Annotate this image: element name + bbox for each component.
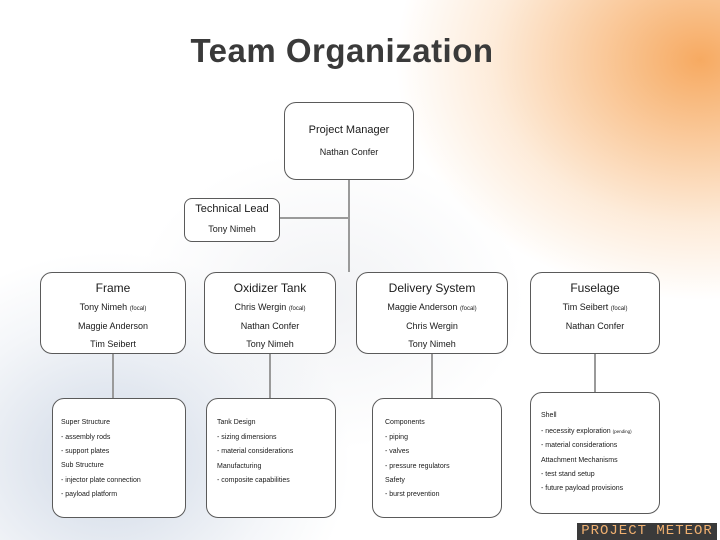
- detail-item: Shell: [541, 412, 557, 419]
- delivery-system-member: Tony Nimeh: [408, 339, 456, 349]
- fuselage-focal: Tim Seibert (focal): [562, 302, 628, 312]
- detail-item-with-note: - necessity exploration (pending): [541, 428, 632, 435]
- detail-item: - pressure regulators: [385, 463, 450, 470]
- technical-lead-box: Technical Lead Tony Nimeh: [184, 198, 280, 242]
- fuselage-title: Fuselage: [570, 281, 620, 295]
- detail-item: Manufacturing: [217, 463, 262, 470]
- oxidizer-tank-title: Oxidizer Tank: [233, 281, 307, 295]
- detail-item: - valves: [385, 448, 410, 455]
- detail-item: - composite capabilities: [217, 477, 290, 484]
- fuselage-details-box: Shell - necessity exploration (pending) …: [530, 392, 660, 514]
- frame-title: Frame: [95, 281, 131, 295]
- page-title: Team Organization: [190, 32, 494, 69]
- technical-lead-role: Technical Lead: [195, 203, 269, 215]
- detail-item: - injector plate connection: [61, 477, 141, 484]
- delivery-system-title: Delivery System: [388, 281, 476, 295]
- detail-item: Components: [385, 419, 425, 426]
- frame-member: Maggie Anderson: [77, 321, 149, 331]
- delivery-system-member: Chris Wergin: [406, 321, 458, 331]
- detail-item: Sub Structure: [61, 462, 104, 469]
- project-manager-box: Project Manager Nathan Confer: [284, 102, 414, 180]
- technical-lead-name: Tony Nimeh: [208, 224, 256, 234]
- detail-item: - assembly rods: [61, 434, 111, 441]
- detail-item: - piping: [385, 434, 408, 441]
- detail-item: - future payload provisions: [541, 485, 624, 492]
- detail-item: Attachment Mechanisms: [541, 457, 618, 464]
- detail-item: - payload platform: [61, 491, 118, 498]
- detail-item: Tank Design: [217, 419, 256, 426]
- oxidizer-tank-details-box: Tank Design - sizing dimensions - materi…: [206, 398, 336, 518]
- delivery-system-details-box: Components - piping - valves - pressure …: [372, 398, 502, 518]
- oxidizer-tank-focal: Chris Wergin (focal): [234, 302, 306, 312]
- oxidizer-tank-box: Oxidizer Tank Chris Wergin (focal) Natha…: [204, 272, 336, 354]
- project-meteor-logo: PROJECT METEOR: [577, 523, 717, 540]
- frame-focal: Tony Nimeh (focal): [79, 302, 147, 312]
- detail-item: - burst prevention: [385, 491, 440, 498]
- detail-item: Super Structure: [61, 419, 111, 426]
- detail-item: Safety: [385, 477, 405, 484]
- frame-box: Frame Tony Nimeh (focal) Maggie Anderson…: [40, 272, 186, 354]
- delivery-system-focal: Maggie Anderson (focal): [387, 302, 477, 312]
- detail-item: - support plates: [61, 448, 110, 455]
- frame-member: Tim Seibert: [90, 339, 136, 349]
- detail-item: - material considerations: [541, 442, 618, 449]
- detail-item: - test stand setup: [541, 471, 595, 478]
- frame-details-box: Super Structure - assembly rods - suppor…: [52, 398, 186, 518]
- detail-item: - sizing dimensions: [217, 434, 277, 441]
- oxidizer-tank-member: Nathan Confer: [240, 321, 300, 331]
- oxidizer-tank-member: Tony Nimeh: [246, 339, 294, 349]
- project-manager-role: Project Manager: [308, 124, 390, 136]
- delivery-system-box: Delivery System Maggie Anderson (focal) …: [356, 272, 508, 354]
- fuselage-member: Nathan Confer: [565, 321, 625, 331]
- fuselage-box: Fuselage Tim Seibert (focal) Nathan Conf…: [530, 272, 660, 354]
- project-manager-name: Nathan Confer: [319, 147, 379, 157]
- detail-item: - material considerations: [217, 448, 294, 455]
